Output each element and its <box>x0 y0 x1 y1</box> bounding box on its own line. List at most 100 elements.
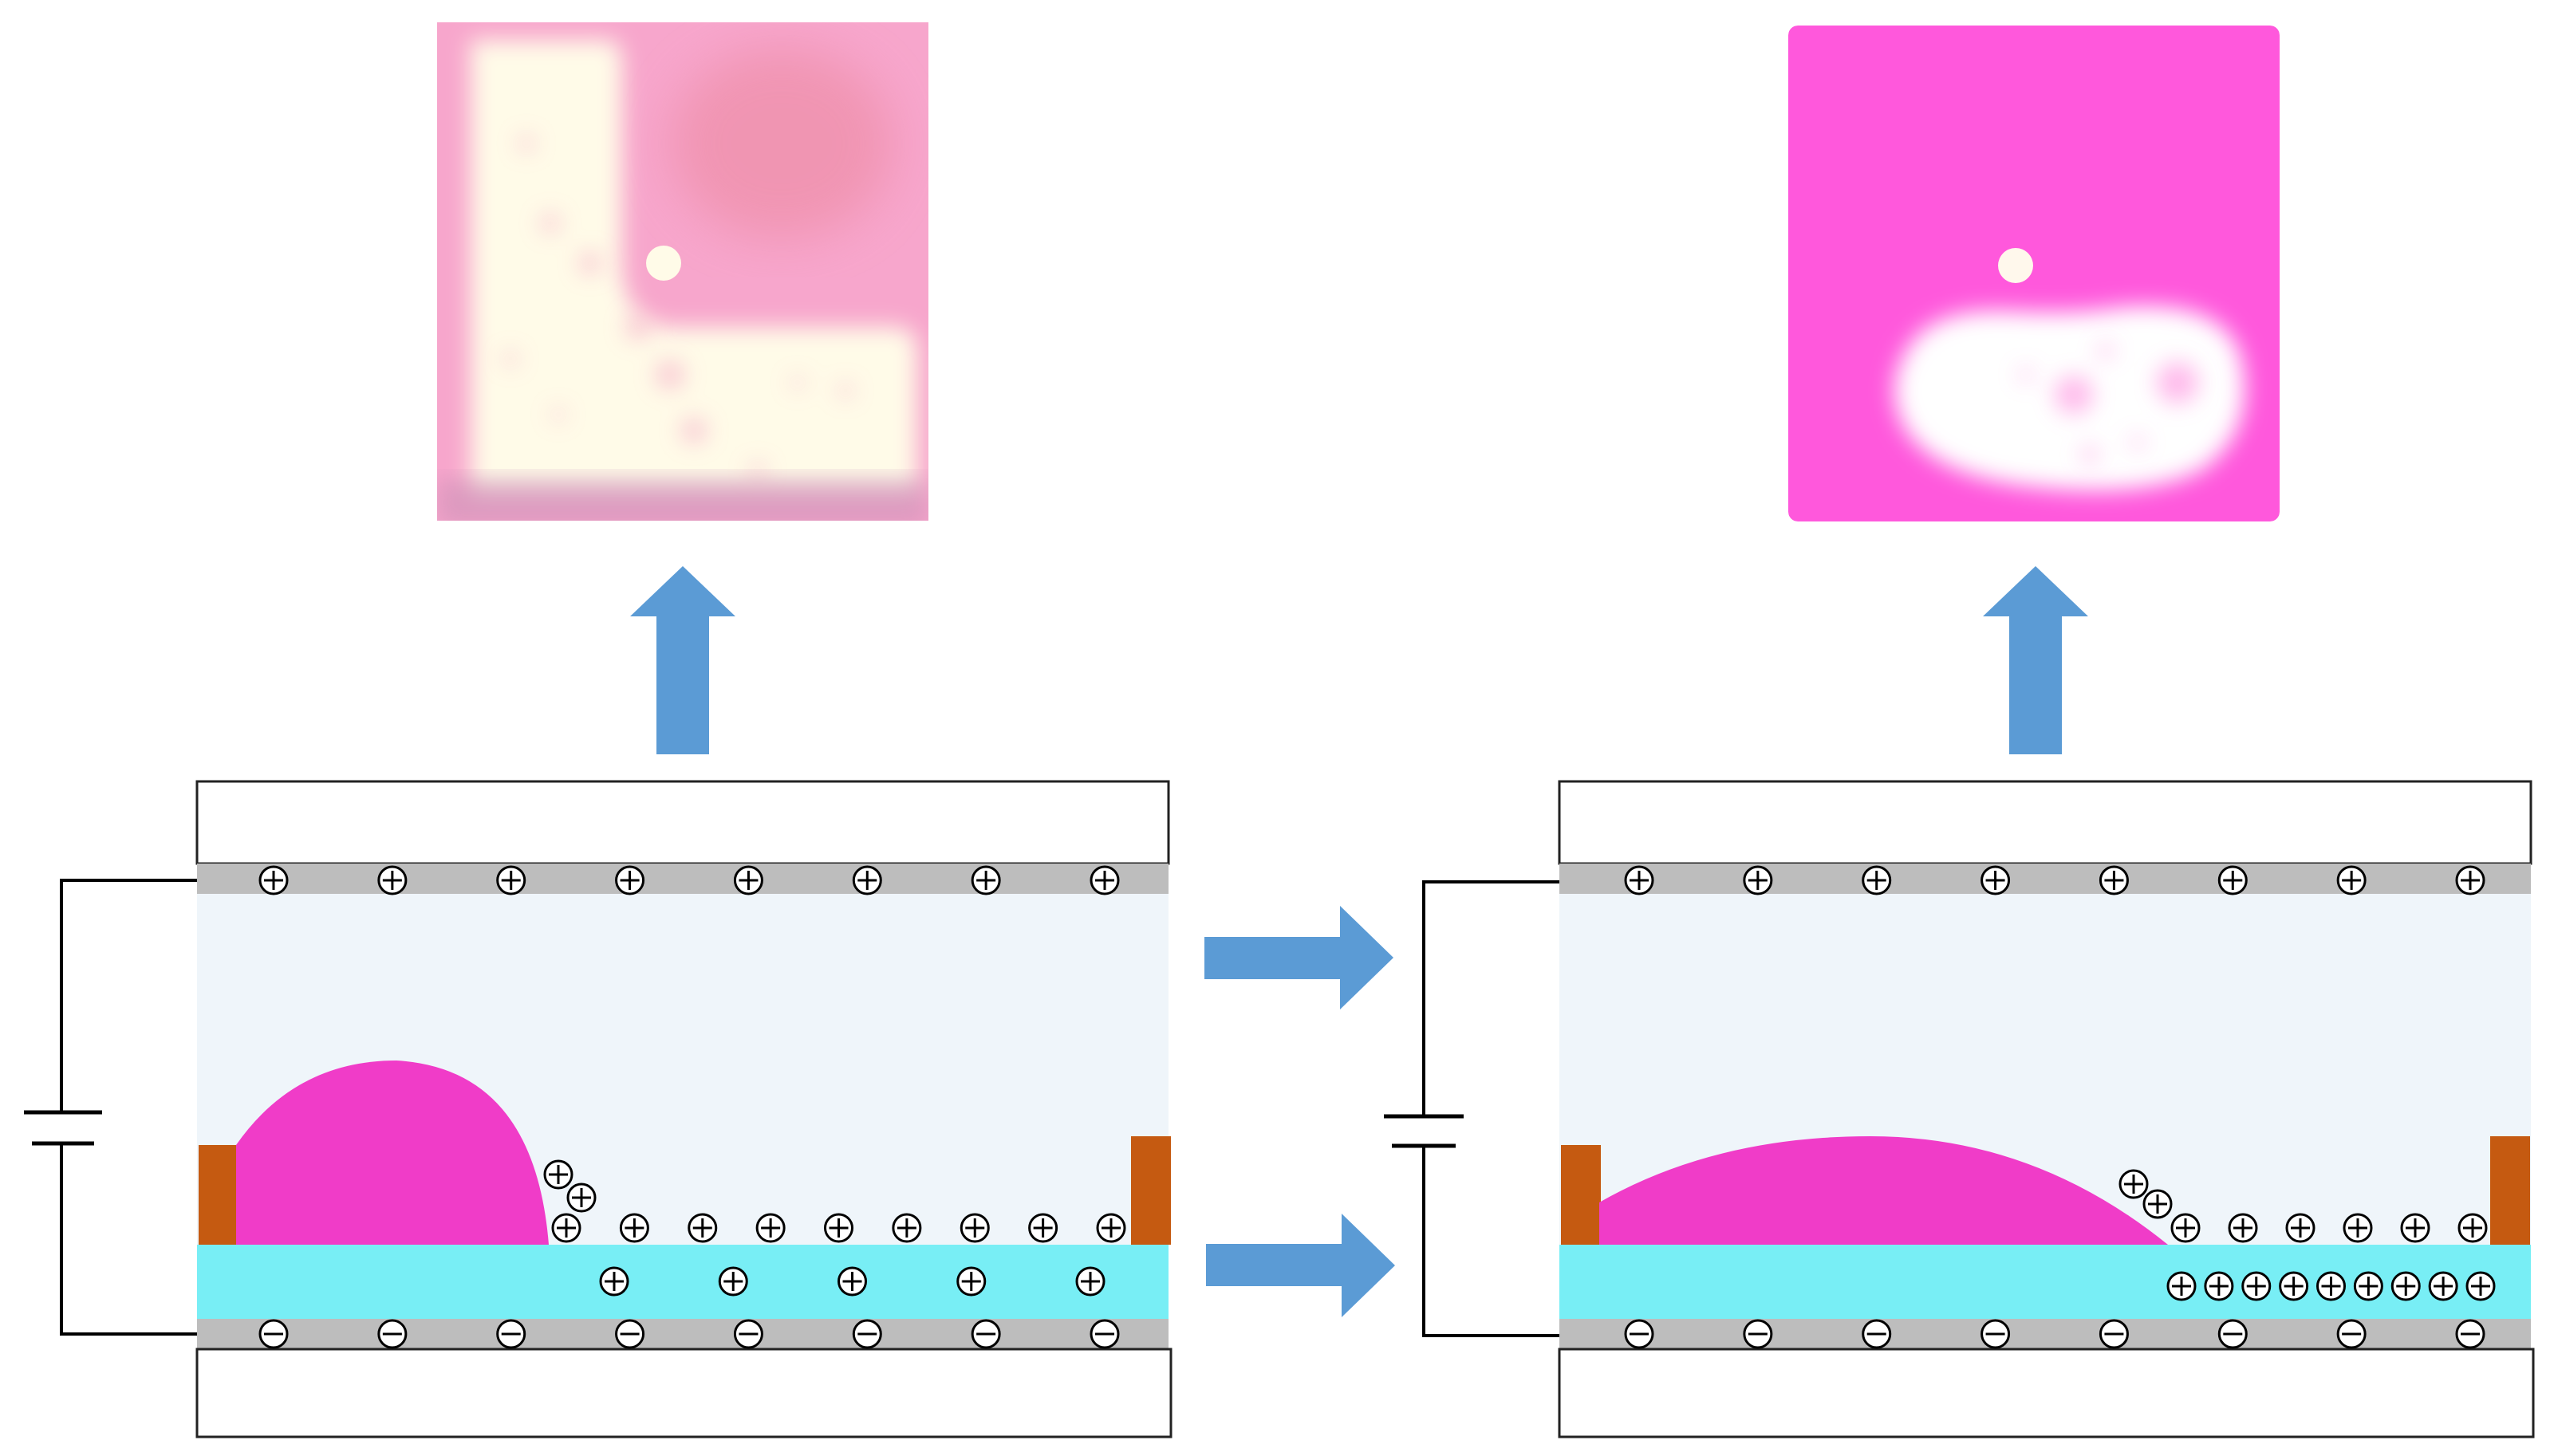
up-arrow-right <box>1983 566 2088 754</box>
positive-charge <box>688 1213 718 1243</box>
positive-charge <box>2099 865 2129 895</box>
negative-charge <box>496 1319 526 1349</box>
positive-charge <box>2204 1271 2234 1301</box>
negative-charge <box>2099 1319 2129 1349</box>
device-panel-left <box>24 780 1173 1438</box>
bottom-glass-plate <box>195 1348 1173 1438</box>
device-panel-right <box>1384 780 2535 1438</box>
positive-charge <box>1980 865 2011 895</box>
positive-charge <box>733 865 763 895</box>
positive-charge <box>971 865 1001 895</box>
droplet <box>236 1061 549 1245</box>
right-arrow-upper <box>1204 906 1393 1009</box>
positive-charge <box>2428 1271 2458 1301</box>
positive-charge <box>2455 865 2485 895</box>
positive-charge <box>755 1213 786 1243</box>
negative-charge <box>852 1319 882 1349</box>
positive-charge <box>1090 865 1120 895</box>
positive-charge <box>2217 865 2248 895</box>
negative-charge <box>1980 1319 2011 1349</box>
positive-charge <box>1096 1213 1126 1243</box>
photo-right-reference-dot <box>1998 248 2033 283</box>
dielectric-layer <box>197 1245 1169 1319</box>
positive-charge <box>2166 1271 2197 1301</box>
negative-charge <box>2217 1319 2248 1349</box>
positive-charge <box>838 1266 867 1297</box>
positive-charge <box>892 1213 922 1243</box>
positive-charge <box>2285 1213 2315 1243</box>
up-arrow-left <box>630 566 735 754</box>
spacer-left <box>1561 1145 1601 1245</box>
droplet <box>1599 1136 2168 1245</box>
photo-left-spots <box>503 136 853 478</box>
positive-charge <box>2343 1213 2373 1243</box>
positive-charge <box>2400 1213 2430 1243</box>
positive-charge <box>956 1266 987 1297</box>
positive-charge <box>496 865 526 895</box>
spacer-left <box>199 1145 238 1245</box>
right-arrow-lower <box>1206 1214 1395 1317</box>
top-glass-plate <box>1558 780 2532 865</box>
positive-charge <box>599 1266 629 1297</box>
spacer-right <box>2490 1136 2530 1245</box>
photo-left-bottom-shade <box>437 478 928 521</box>
negative-charge <box>615 1319 645 1349</box>
positive-charge <box>1743 865 1773 895</box>
positive-charge <box>2390 1271 2421 1301</box>
negative-charge <box>1743 1319 1773 1349</box>
positive-charge <box>2241 1271 2272 1301</box>
negative-charge <box>2336 1319 2367 1349</box>
circuit-wire <box>1422 880 1559 1337</box>
photo-left <box>437 22 928 521</box>
positive-charge <box>1624 865 1654 895</box>
negative-charge <box>1624 1319 1654 1349</box>
charges-group <box>1624 865 2496 1349</box>
positive-charge <box>2170 1213 2201 1243</box>
photo-right-spots <box>2020 344 2198 462</box>
positive-charge <box>852 865 882 895</box>
positive-charge <box>824 1213 853 1243</box>
positive-charge <box>258 865 289 895</box>
positive-charge <box>2118 1169 2149 1199</box>
positive-charge <box>2336 865 2367 895</box>
positive-charge <box>619 1213 649 1243</box>
positive-charge <box>2465 1271 2496 1301</box>
photo-right <box>1788 26 2280 521</box>
positive-charge <box>615 865 645 895</box>
positive-charge <box>566 1183 597 1213</box>
positive-charge <box>543 1159 573 1190</box>
positive-charge <box>2353 1271 2383 1301</box>
positive-charge <box>551 1213 581 1243</box>
negative-charge <box>258 1319 289 1349</box>
positive-charge <box>377 865 408 895</box>
positive-charge <box>1075 1266 1106 1297</box>
positive-charge <box>2142 1189 2173 1219</box>
photo-left-reference-dot <box>646 246 681 281</box>
dielectric-layer <box>1559 1245 2531 1319</box>
bottom-electrode <box>1559 1319 2531 1349</box>
negative-charge <box>2455 1319 2485 1349</box>
bottom-electrode <box>197 1319 1169 1349</box>
spacer-right <box>1131 1136 1171 1245</box>
positive-charge <box>718 1266 748 1297</box>
negative-charge <box>733 1319 763 1349</box>
negative-charge <box>377 1319 408 1349</box>
negative-charge <box>1862 1319 1892 1349</box>
photo-left-shadow <box>670 48 893 239</box>
positive-charge <box>960 1213 990 1243</box>
positive-charge <box>2316 1271 2346 1301</box>
photo-left-droplet-region <box>471 40 917 494</box>
negative-charge <box>971 1319 1001 1349</box>
positive-charge <box>1862 865 1892 895</box>
positive-charge <box>2228 1213 2258 1243</box>
negative-charge <box>1090 1319 1120 1349</box>
top-glass-plate <box>195 780 1170 865</box>
positive-charge <box>2457 1213 2488 1243</box>
positive-charge <box>1028 1213 1058 1243</box>
charges-group <box>258 865 1126 1349</box>
top-electrode <box>1559 864 2531 894</box>
top-electrode <box>197 864 1169 894</box>
positive-charge <box>2279 1271 2309 1301</box>
bottom-glass-plate <box>1558 1348 2535 1438</box>
